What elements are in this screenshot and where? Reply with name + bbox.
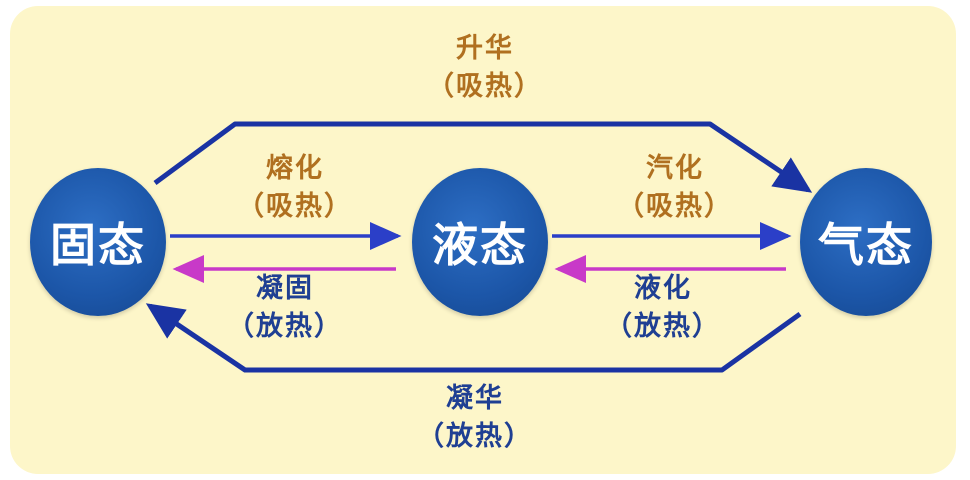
gas-state-node: 气态 [800,168,932,316]
vaporization-heat: （吸热） [617,191,733,222]
deposition-heat: （放热） [417,421,533,452]
deposition-name: 凝华 [446,383,504,414]
solid-state-node: 固态 [30,168,166,316]
sublimation-arrow [153,121,813,193]
vaporization-label: 汽化 （吸热） [600,150,750,226]
condensation-heat: （放热） [605,311,721,342]
deposition-label: 凝华 （放热） [400,380,550,456]
deposition-arrow [145,303,802,373]
condensation-name: 液化 [634,273,692,304]
melting-name: 熔化 [266,153,324,184]
freezing-name: 凝固 [256,273,314,304]
freezing-label: 凝固 （放热） [210,270,360,346]
sublimation-name: 升华 [456,33,514,64]
freezing-heat: （放热） [227,311,343,342]
vaporization-name: 汽化 [646,153,704,184]
sublimation-heat: （吸热） [427,71,543,102]
melting-label: 熔化 （吸热） [220,150,370,226]
sublimation-label: 升华 （吸热） [410,30,560,106]
condensation-label: 液化 （放热） [588,270,738,346]
liquid-state-node: 液态 [412,168,548,316]
melting-heat: （吸热） [237,191,353,222]
